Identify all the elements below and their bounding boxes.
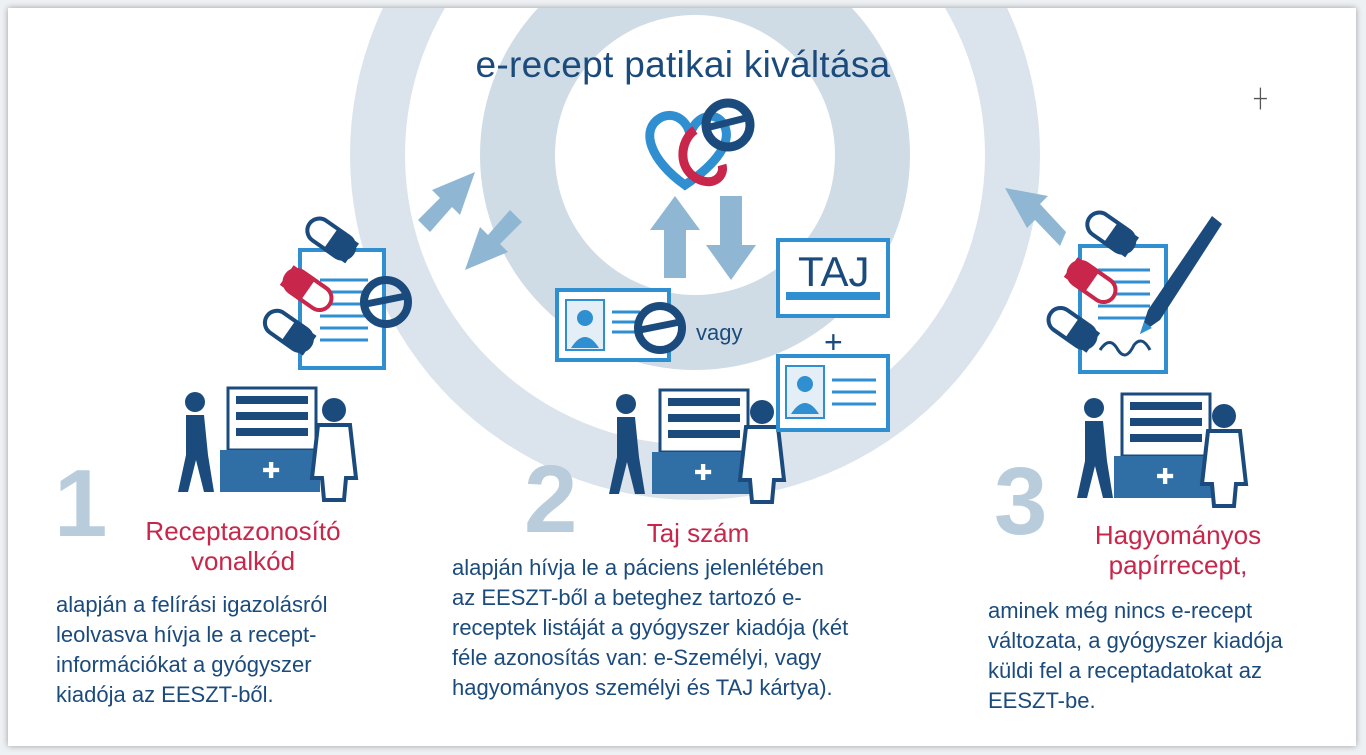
- e-recept-heart-logo: [645, 98, 755, 191]
- step1-heading-line1: Receptazonosító: [145, 516, 341, 546]
- step3-heading: Hagyományos papírrecept,: [1058, 520, 1298, 580]
- step3-heading-line1: Hagyományos: [1094, 520, 1262, 550]
- svg-text:✚: ✚: [1156, 465, 1174, 490]
- crosshair-cursor-icon: ┼: [1254, 88, 1267, 108]
- page-title: e-recept patikai kiváltása: [475, 44, 891, 85]
- step1-heading: Receptazonosító vonalkód: [108, 516, 378, 576]
- infographic-frame: ✚ ✚ ✚: [8, 8, 1356, 746]
- step2-text-line: receptek listáját a gyógyszer kiadója (k…: [452, 615, 849, 640]
- infographic-artwork: ✚ ✚ ✚: [178, 8, 1249, 508]
- vagy-label: vagy: [696, 320, 743, 345]
- step3-pharmacy-scene: ✚: [1077, 392, 1249, 508]
- svg-text:✚: ✚: [694, 461, 712, 486]
- step1-description: alapján a felírási igazolásról leolvasva…: [56, 590, 328, 710]
- step1-text-line: kiadója az EESZT-ből.: [56, 682, 274, 707]
- step1-number: 1: [54, 450, 108, 557]
- step3-text-line: aminek még nincs e-recept: [988, 598, 1253, 623]
- plus-sign: +: [824, 324, 843, 360]
- concentric-rings: [350, 8, 1040, 500]
- step2-text-line: alapján hívja le a páciens jelenlétében: [452, 555, 824, 580]
- step1-text-line: információkat a gyógyszer: [56, 652, 312, 677]
- step2-number: 2: [524, 446, 578, 553]
- step1-text-line: leolvasva hívja le a recept-: [56, 622, 317, 647]
- e-szemelyi-card-icon: [555, 288, 686, 362]
- step3-heading-line2: papírrecept,: [1108, 550, 1248, 580]
- szemelyi-card-icon: [776, 354, 890, 432]
- step2-text-line: az EESZT-ből a beteghez tartozó e-: [452, 585, 802, 610]
- step3-number: 3: [994, 448, 1048, 555]
- step2-text-line: féle azonosítás van: e-Személyi, vagy: [452, 645, 822, 670]
- step1-prescription-pills-icon: [262, 216, 412, 370]
- step2-heading: Taj szám: [646, 518, 750, 548]
- step3-text-line: változata, a gyógyszer kiadója: [988, 628, 1283, 653]
- step1-heading-line2: vonalkód: [190, 546, 296, 576]
- step2-description: alapján hívja le a páciens jelenlétében …: [452, 553, 848, 703]
- step3-description: aminek még nincs e-recept változata, a g…: [988, 596, 1283, 716]
- flow-arrows: [418, 172, 1066, 280]
- step3-text-line: EESZT-be.: [988, 688, 1096, 713]
- step2-text-line: hagyományos személyi és TAJ kártya).: [452, 675, 833, 700]
- step1-text-line: alapján a felírási igazolásról: [56, 592, 328, 617]
- step1-pharmacy-scene: ✚: [178, 386, 359, 502]
- step2-pharmacy-scene: ✚: [609, 388, 787, 504]
- pen-icon: [1140, 216, 1222, 334]
- taj-card-label: TAJ: [798, 248, 870, 295]
- svg-text:✚: ✚: [262, 459, 280, 484]
- step3-text-line: küldi fel a receptadatokat az: [988, 658, 1262, 683]
- taj-card-icon: [776, 238, 890, 318]
